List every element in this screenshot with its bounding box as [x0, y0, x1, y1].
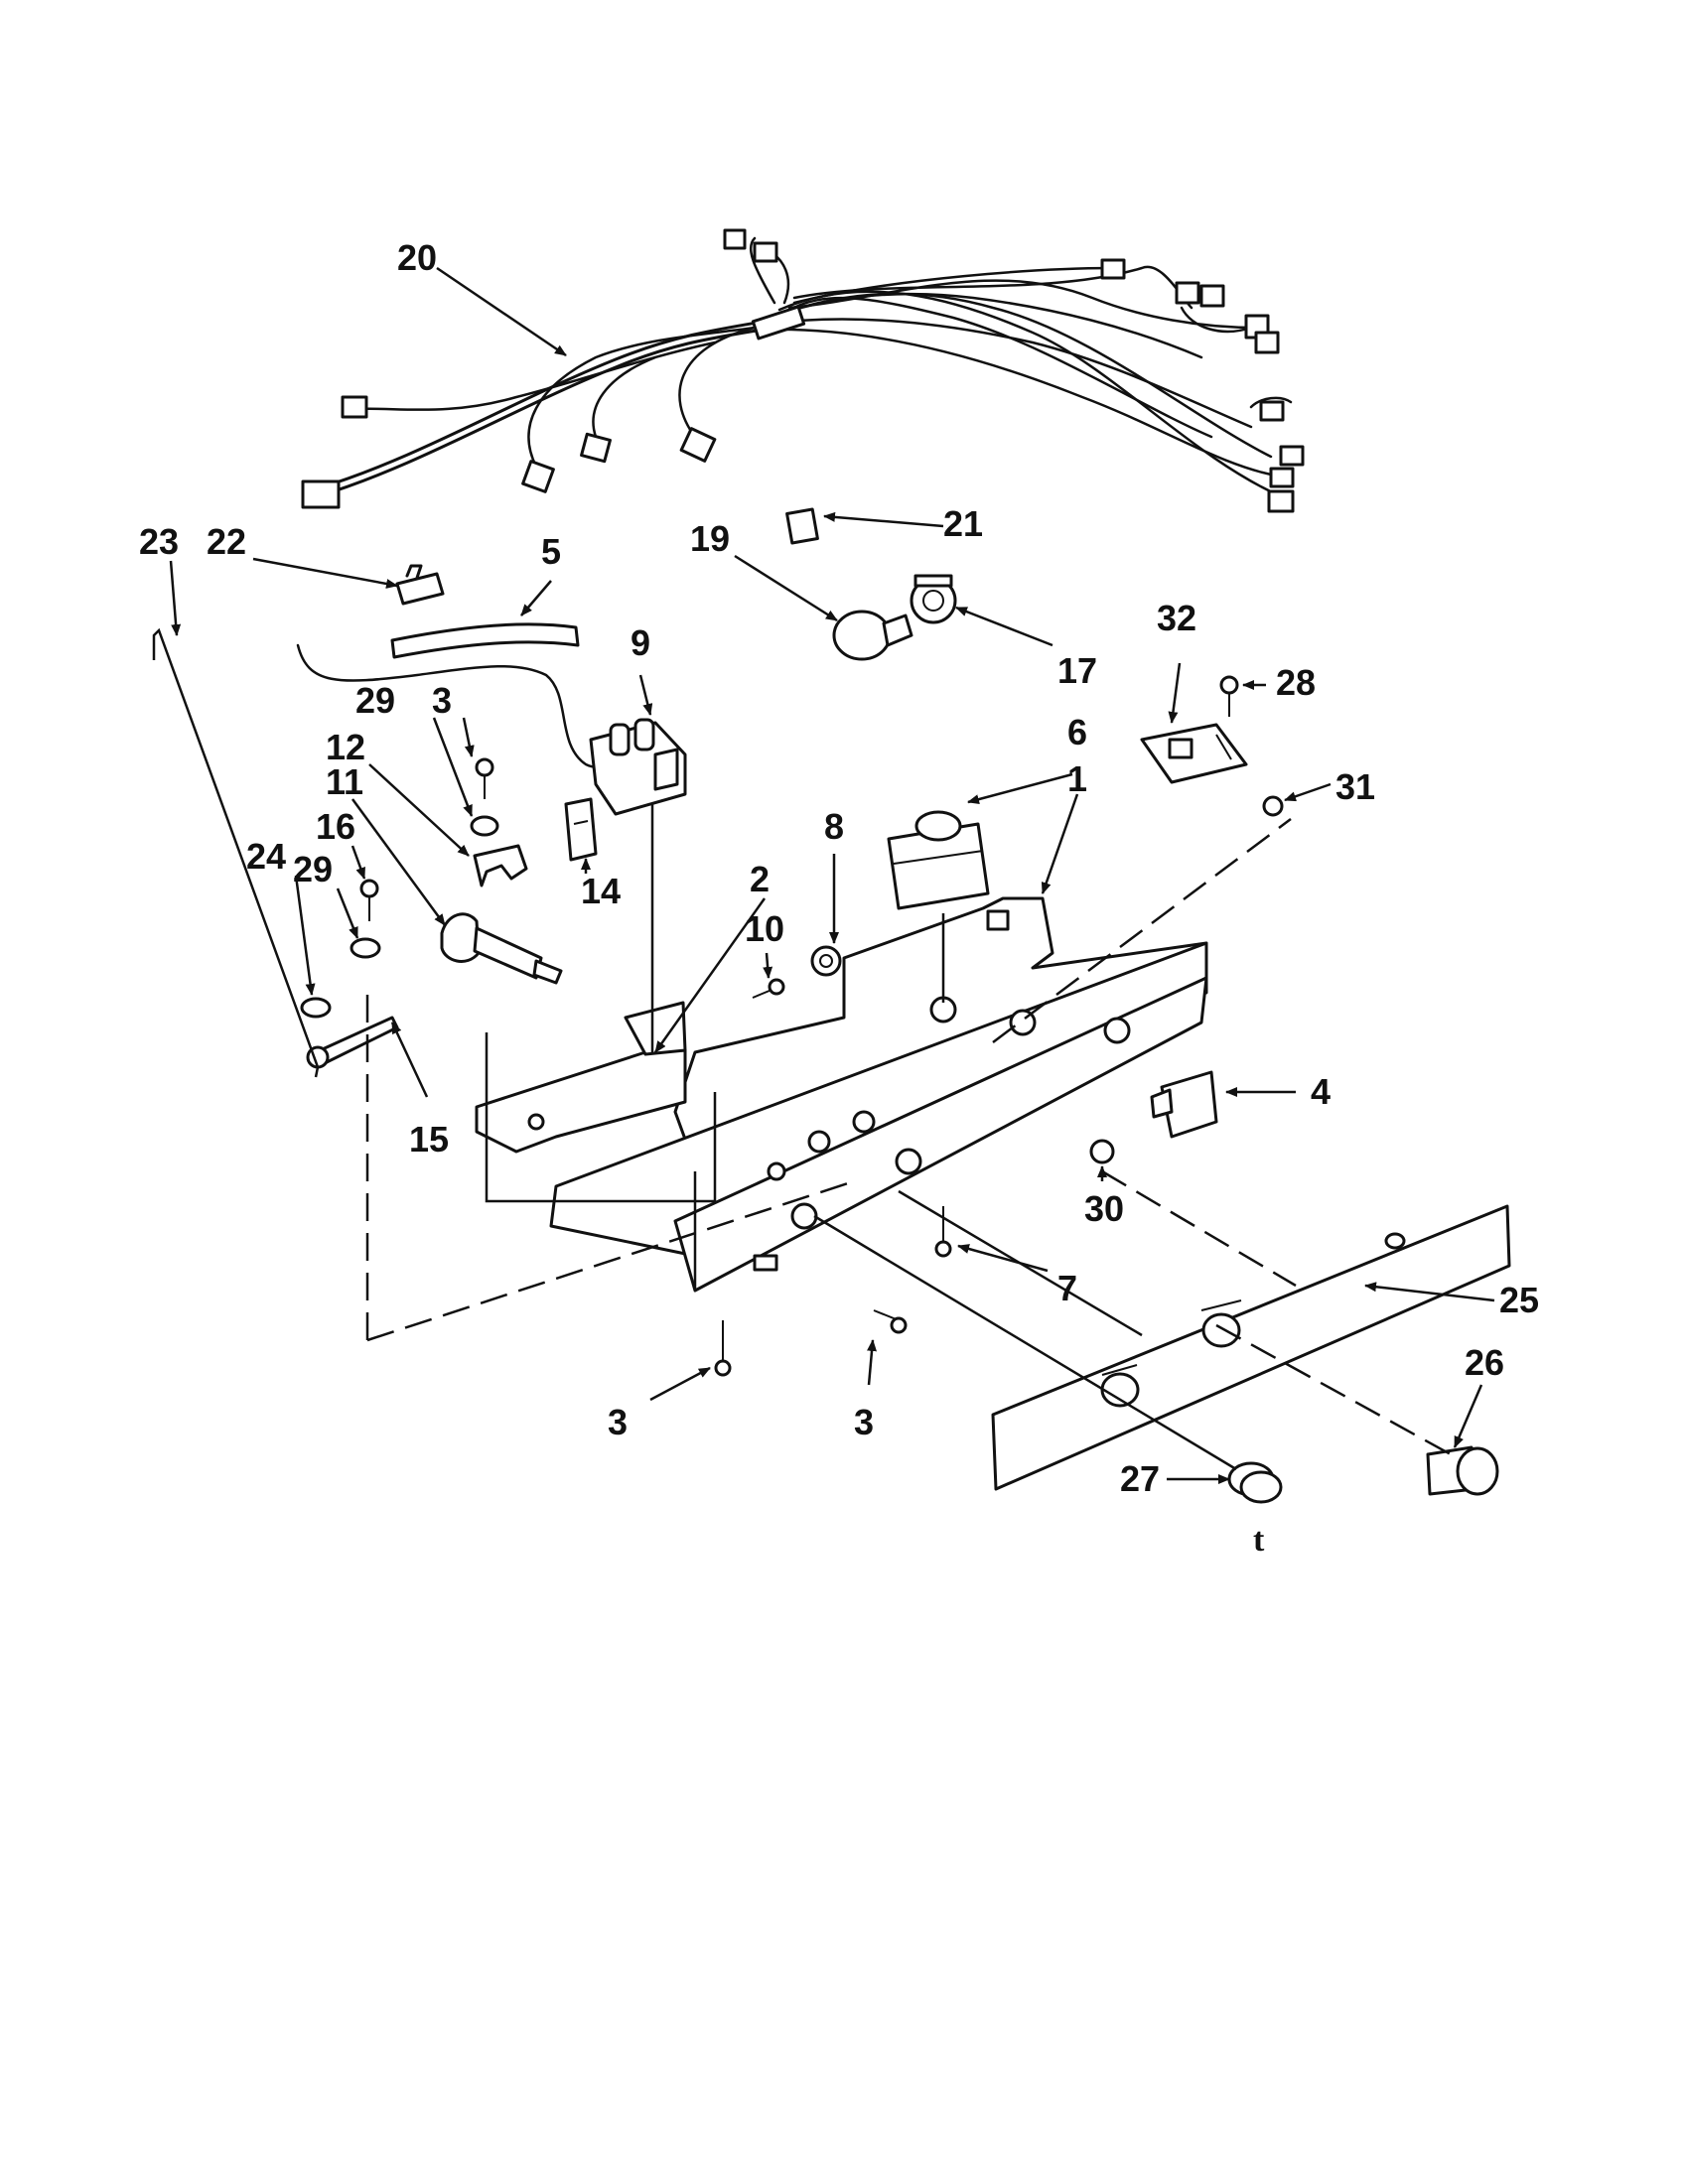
defrost-timer [887, 810, 990, 910]
callout-30: 30 [1084, 1188, 1124, 1229]
switch-button [1089, 1139, 1115, 1164]
connector-plug [1267, 489, 1295, 513]
thermal-fuse [1262, 795, 1284, 817]
screw [714, 1320, 732, 1377]
callout-32: 32 [1157, 598, 1196, 638]
callout-19: 19 [690, 518, 730, 559]
control-knob [1227, 1461, 1283, 1504]
connector-plug [1269, 467, 1295, 488]
callout-3-right: 3 [854, 1402, 874, 1442]
callout-11: 11 [326, 761, 363, 802]
washer [300, 997, 332, 1019]
screw [873, 1309, 908, 1334]
insulation-tube [390, 622, 580, 659]
connector-plug [580, 432, 612, 464]
wire-harness [301, 228, 1305, 513]
callout-5: 5 [541, 531, 561, 572]
callout-27: 27 [1120, 1458, 1160, 1499]
control-knob [1426, 1445, 1499, 1496]
connector-plug [1199, 284, 1225, 308]
grommet [810, 945, 842, 977]
defrost-control-board [1140, 723, 1248, 784]
connector-plug [1259, 400, 1285, 422]
callout-14: 14 [581, 871, 621, 911]
callout-25: 25 [1499, 1280, 1539, 1320]
callout-16: 16 [316, 806, 355, 847]
connector-plug [1175, 281, 1200, 305]
callout-3-top: 3 [432, 680, 452, 721]
wire-clip [395, 564, 445, 606]
connector-plug [753, 241, 778, 263]
callout-29-top: 29 [355, 680, 395, 721]
screw [475, 757, 494, 799]
light-bulb [832, 610, 913, 661]
leader-arrows [169, 266, 1495, 1484]
callout-23: 23 [139, 521, 179, 562]
callout-26: 26 [1465, 1342, 1504, 1383]
connector-plug [723, 228, 747, 250]
callout-4: 4 [1311, 1071, 1331, 1112]
connector-plug [1254, 331, 1280, 354]
screw [752, 978, 785, 999]
callout-3-left: 3 [608, 1402, 628, 1442]
temperature-control-thermostat [589, 718, 687, 816]
lamp-shield-clip [785, 507, 819, 545]
callout-22: 22 [207, 521, 246, 562]
connector-plug [1279, 445, 1305, 467]
callout-8: 8 [824, 806, 844, 847]
damper-lever [306, 1016, 399, 1069]
callout-15: 15 [409, 1119, 449, 1160]
callout-28: 28 [1276, 662, 1316, 703]
lamp-socket [910, 574, 957, 624]
connector-plug [1100, 258, 1126, 280]
callout-17: 17 [1057, 650, 1097, 691]
connector-plug [301, 479, 341, 509]
callout-12: 12 [326, 727, 365, 767]
control-shaft [440, 912, 563, 985]
callout-10: 10 [745, 908, 784, 949]
callout-labels: 20 21 19 17 23 22 5 9 32 28 31 6 1 29 3 … [139, 237, 1539, 1559]
washer [470, 815, 499, 837]
callout-21: 21 [943, 503, 983, 544]
screw [359, 879, 379, 921]
callout-2: 2 [750, 859, 770, 899]
connector-plug [679, 427, 717, 463]
screw [1219, 675, 1239, 717]
screw [934, 1206, 952, 1258]
callout-1: 1 [1067, 758, 1087, 799]
callout-6: 6 [1067, 712, 1087, 752]
callout-7: 7 [1057, 1268, 1077, 1308]
callout-29-lower: 29 [293, 849, 333, 889]
callout-9: 9 [631, 622, 650, 663]
connector-plug [521, 460, 555, 493]
control-panel [991, 1204, 1511, 1491]
footnote-mark: t [1253, 1522, 1265, 1559]
mounting-bracket [564, 797, 598, 862]
washer [350, 937, 381, 959]
damper-rod [152, 627, 320, 1078]
callout-24: 24 [246, 836, 286, 877]
callout-31: 31 [1335, 766, 1375, 807]
control-bracket [473, 844, 528, 887]
callout-20: 20 [397, 237, 437, 278]
light-switch [1150, 1070, 1218, 1139]
connector-plug [341, 395, 368, 419]
damper-bracket [475, 1001, 687, 1154]
